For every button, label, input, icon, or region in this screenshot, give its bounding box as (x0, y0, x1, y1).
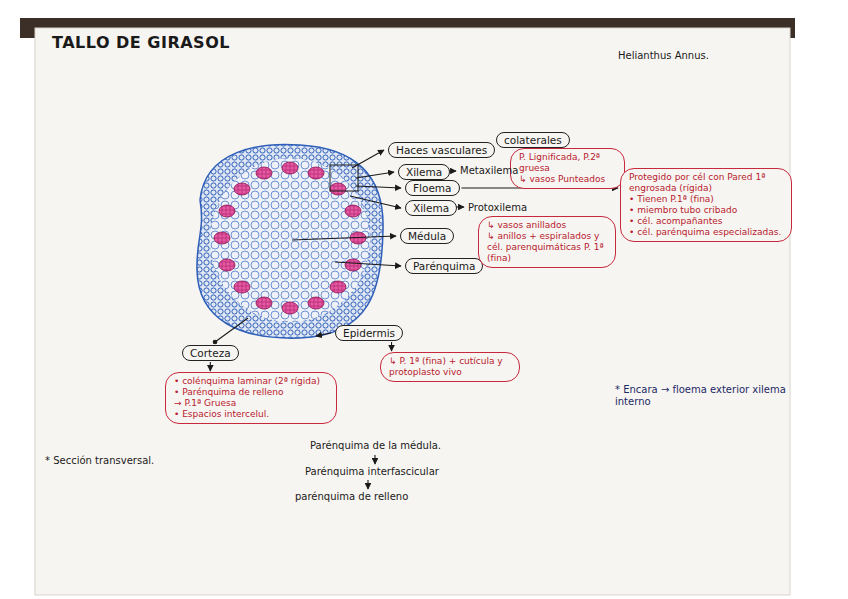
label-bubble: Epidermis (335, 325, 403, 341)
label-bubble: Corteza (182, 345, 239, 361)
node-text: • cél. parénquima especializadas. (629, 227, 783, 238)
node-text: colaterales (504, 134, 562, 146)
node-text: Parénquima (413, 260, 475, 272)
label-bubble: Parénquima (405, 258, 483, 274)
node-text: Xilema (413, 202, 449, 214)
flow-text: Parénquima interfascicular (305, 466, 439, 478)
label-bubble: colaterales (496, 132, 570, 148)
part-name: Protoxilema (468, 202, 527, 214)
node-text: Protegido por cél con Pared 1ª engrosada… (629, 172, 783, 194)
label-bubble: Xilema (398, 164, 450, 180)
leader-lines (213, 150, 464, 489)
note-bubble: ↳ vasos anillados↳ anillos + espiralados… (478, 216, 616, 268)
node-text: Xilema (406, 166, 442, 178)
node-text: Haces vasculares (396, 144, 487, 156)
label-bubble: Floema (405, 180, 460, 196)
node-text: Floema (413, 182, 452, 194)
stem-outline (197, 144, 383, 338)
node-text: ↳ P. 1ª (fina) + cutícula y protoplasto … (389, 356, 511, 378)
note-bubble: Protegido por cél con Pared 1ª engrosada… (620, 168, 792, 242)
connector-arrow (210, 362, 211, 371)
detail-frame (330, 165, 358, 191)
node-text: → P.1ª Gruesa (174, 398, 328, 409)
diagram-title: TALLO DE GIRASOL (52, 33, 230, 52)
node-text: • Tienen P.1ª (fina) (629, 194, 783, 205)
note-bubble: ↳ P. 1ª (fina) + cutícula y protoplasto … (380, 352, 520, 382)
node-text: • miembro tubo cribado (629, 205, 783, 216)
side-note: * Encara → floema exterior xilema intern… (615, 384, 790, 408)
connector-arrow (391, 342, 392, 351)
label-bubble: Xilema (405, 200, 457, 216)
label-bubble: Médula (400, 228, 454, 244)
note-bubble: P. Lignificada, P.2ª gruesa↳ vasos Punte… (510, 148, 625, 189)
node-text: ↳ vasos Punteados (519, 174, 616, 185)
part-name: Metaxilema (460, 165, 518, 177)
node-text: ↳ vasos anillados (487, 220, 607, 231)
node-text: • cél. acompañantes (629, 216, 783, 227)
side-note: * Sección transversal. (45, 455, 154, 467)
node-text: • colénquima laminar (2ª rígida) (174, 376, 328, 387)
node-text: Epidermis (343, 327, 395, 339)
paper-sheet (35, 28, 790, 595)
node-text: Corteza (190, 347, 231, 359)
node-text: • Parénquima de relleno (174, 387, 328, 398)
flow-text: Parénquima de la médula. (310, 440, 441, 452)
node-text: ↳ anillos + espiralados y cél. parenquim… (487, 231, 607, 264)
species-name: Helianthus Annus. (618, 50, 709, 62)
label-bubble: Haces vasculares (388, 142, 495, 158)
pith-region (210, 158, 370, 322)
note-bubble: • colénquima laminar (2ª rígida)• Parénq… (165, 372, 337, 424)
node-text: P. Lignificada, P.2ª gruesa (519, 152, 616, 174)
flow-text: parénquima de relleno (295, 491, 408, 503)
node-text: • Espacios intercelul. (174, 409, 328, 420)
node-text: Médula (408, 230, 446, 242)
